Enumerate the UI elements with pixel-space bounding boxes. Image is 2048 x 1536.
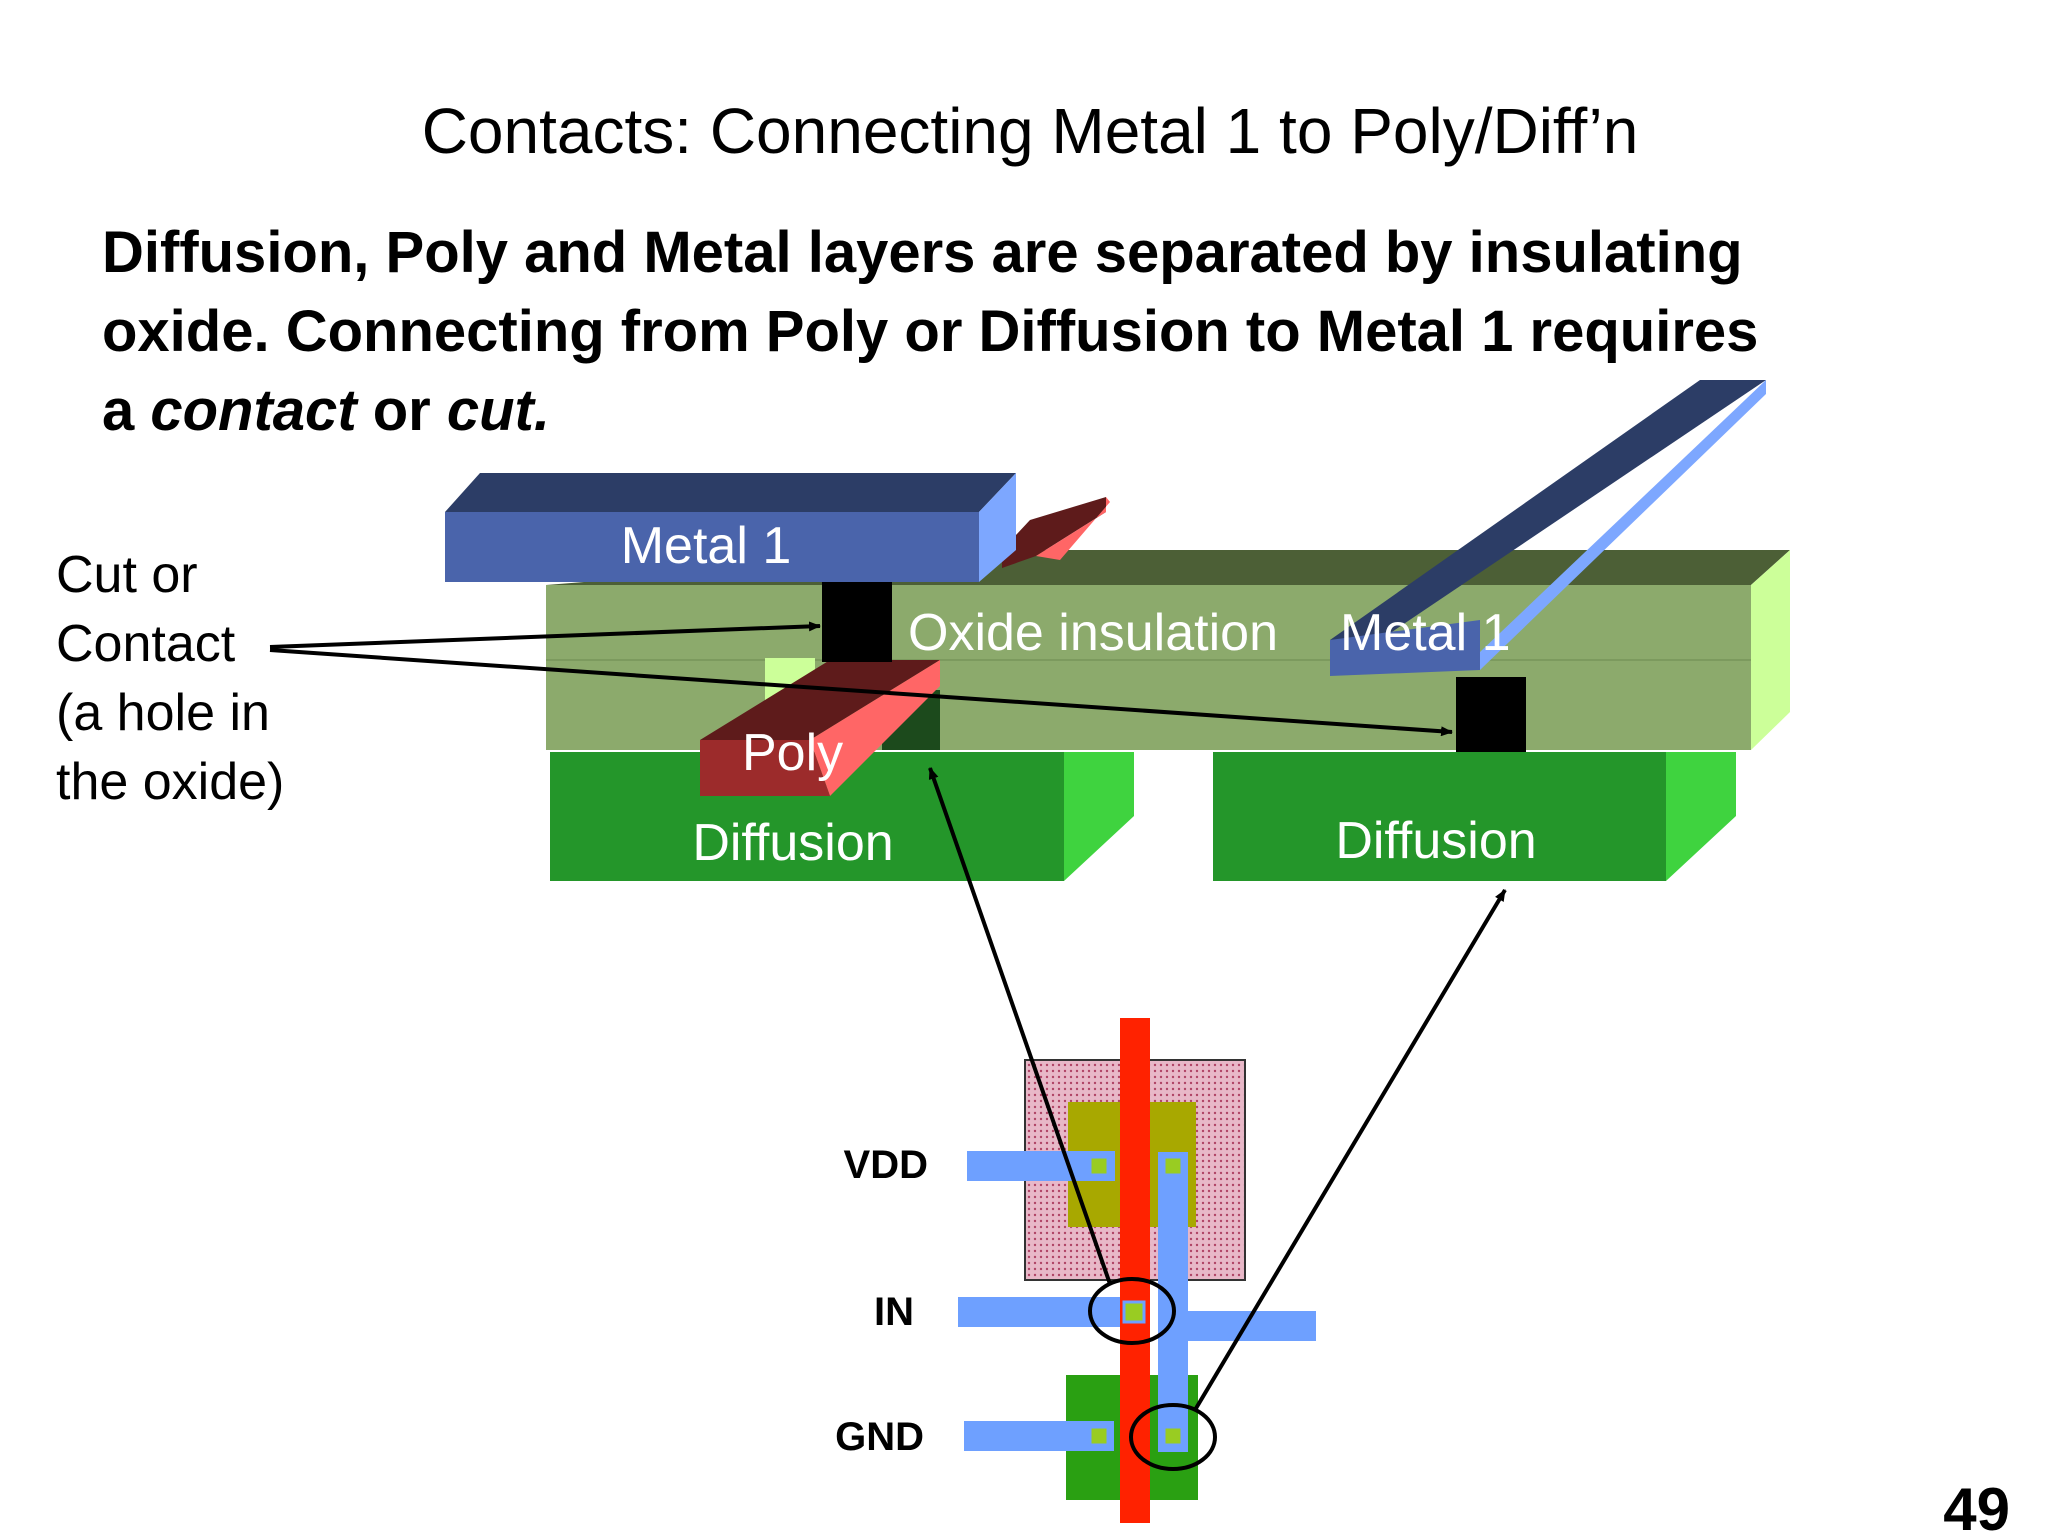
in-metal-line <box>958 1297 1140 1327</box>
diffusion-left-label: Diffusion <box>692 814 893 872</box>
gnd-contact <box>1088 1425 1110 1447</box>
body-line-3-cut: cut. <box>447 378 550 443</box>
output-contact-highlight-circle <box>1129 1403 1217 1471</box>
metal1-right-top-face <box>1330 380 1766 640</box>
poly-label: Poly <box>742 724 843 782</box>
metal1-right-label: Metal 1 <box>1340 604 1511 662</box>
in-contact <box>1122 1300 1146 1324</box>
poly-bar-front-face <box>700 740 830 796</box>
poly-back-bar-side <box>1036 497 1110 560</box>
output-top-contact <box>1162 1155 1184 1177</box>
metal1-left-label: Metal 1 <box>621 517 792 575</box>
cross-section-diagram: Metal 1 Oxide insulation Metal 1 Poly Di… <box>56 380 1790 881</box>
diffusion-right-label: Diffusion <box>1335 812 1536 870</box>
callout-line-4: the oxide) <box>56 753 284 811</box>
callout-arrow-to-poly-contact <box>269 621 821 649</box>
callout-line-2: Contact <box>56 615 236 673</box>
slide-body-line-1: Diffusion, Poly and Metal layers are sep… <box>102 220 1743 285</box>
poly-contact-cut <box>822 582 892 662</box>
layout-view: VDD IN GND <box>835 767 1507 1523</box>
metal1-left-side-face <box>979 473 1016 582</box>
slide-body-line-2: oxide. Connecting from Poly or Diffusion… <box>102 299 1758 364</box>
callout-arrow-to-diffusion-contact <box>269 648 1453 737</box>
vdd-label: VDD <box>844 1143 928 1187</box>
metal1-right-side-face <box>1470 380 1766 670</box>
vdd-contact <box>1088 1155 1110 1177</box>
metal1-left-top-face <box>445 473 1016 512</box>
oxide-side-face <box>1751 550 1790 750</box>
callout-line-1: Cut or <box>56 546 198 604</box>
body-line-3-prefix: a <box>102 378 150 443</box>
arrow-from-output-contact-to-diffusion <box>1193 888 1507 1412</box>
diffusion-right-side <box>1666 752 1736 881</box>
poly-gate-line <box>1120 1018 1150 1523</box>
arrow-from-in-contact-to-poly <box>928 767 1112 1285</box>
in-label: IN <box>874 1290 914 1334</box>
body-line-3-mid: or <box>357 378 447 443</box>
diffusion-left-side <box>1064 752 1134 881</box>
metal1-left-bar <box>445 512 979 582</box>
metal1-right-front-face <box>1330 620 1480 676</box>
page-number: 49 <box>1943 1476 2010 1536</box>
poly-back-bar <box>1002 497 1106 568</box>
in-contact-highlight-circle <box>1088 1277 1176 1345</box>
diffusion-right-block <box>1213 752 1666 881</box>
oxide-insulation-label: Oxide insulation <box>908 604 1278 662</box>
slide-title: Contacts: Connecting Metal 1 to Poly/Dif… <box>422 95 1639 167</box>
diffusion-contact-cut <box>1456 677 1526 752</box>
callout-line-3: (a hole in <box>56 684 270 742</box>
body-line-3-contact: contact <box>150 378 359 443</box>
output-bottom-contact <box>1162 1425 1184 1447</box>
slide-body-line-3: a contact or cut. <box>102 378 550 443</box>
gnd-label: GND <box>835 1415 924 1459</box>
poly-bar-top-face <box>700 660 940 740</box>
